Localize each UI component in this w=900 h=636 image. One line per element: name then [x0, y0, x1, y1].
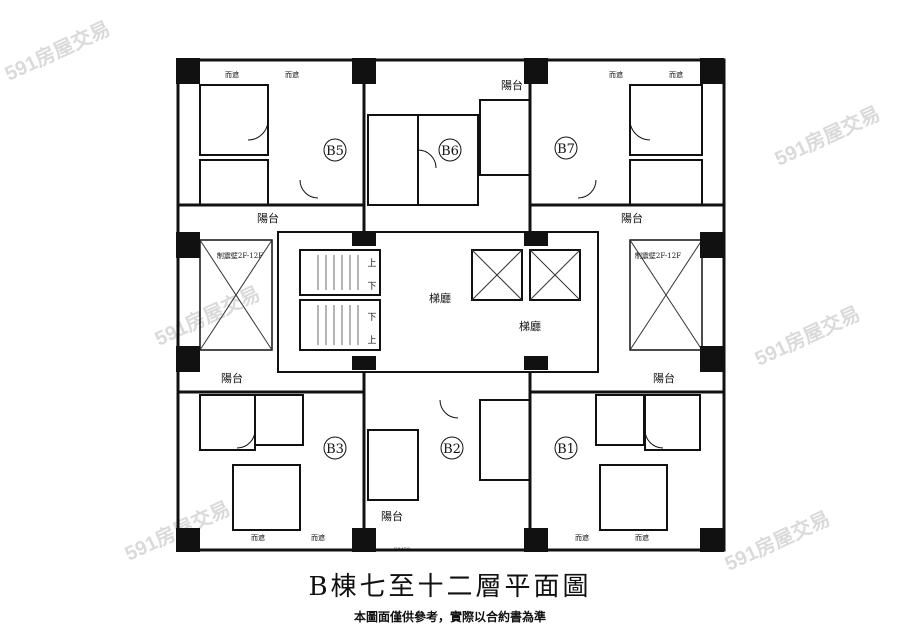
column [176, 528, 200, 552]
core-wall [277, 231, 599, 373]
window-label: 而遮 [225, 70, 239, 79]
balcony-label: 陽台 [257, 211, 279, 225]
floor-plan: B5 B6 B7 B3 B2 B1 陽台 陽台 陽台 陽台 陽台 陽台 梯廳 梯… [176, 58, 726, 553]
stair-up-label: 上 [367, 258, 376, 269]
column [352, 58, 376, 84]
balcony-label: 陽台 [501, 78, 523, 92]
stair-down-label: 下 [367, 282, 376, 292]
balcony-label: 陽台 [621, 211, 643, 225]
stair-down-label: 下 [367, 313, 376, 323]
balcony-label: 陽台 [381, 509, 403, 523]
window-label: 而遮 [311, 533, 325, 542]
column [352, 356, 376, 370]
column [700, 58, 724, 84]
balcony-label: 陽台 [653, 371, 675, 385]
svg-text:B2: B2 [443, 442, 461, 457]
column [524, 232, 548, 246]
window-label: 而遮 [575, 533, 589, 542]
window-label: 而遮 [251, 533, 265, 542]
wall-note: 制震壁2F-12F [217, 251, 263, 260]
plan-title: B棟七至十二層平面圖 [308, 572, 592, 602]
window-label: 而遮 [609, 70, 623, 79]
column [176, 58, 200, 84]
column [700, 232, 724, 258]
window-label: 而遮 [669, 70, 683, 79]
balcony-label: 陽台 [221, 371, 243, 385]
svg-text:B1: B1 [557, 442, 575, 457]
bottom-code: S0450 [394, 547, 410, 553]
column [524, 356, 548, 370]
svg-text:B5: B5 [326, 144, 344, 159]
column [524, 528, 548, 552]
column [700, 346, 724, 372]
unit-label-b7: B7 [554, 136, 578, 160]
column [176, 232, 200, 258]
unit-label-b2: B2 [440, 436, 464, 460]
svg-text:B3: B3 [326, 442, 344, 457]
unit-label-b5: B5 [323, 138, 347, 162]
unit-label-b1: B1 [554, 436, 578, 460]
unit-label-b6: B6 [438, 138, 462, 162]
window-label: 而遮 [285, 70, 299, 79]
wall-note: 制震壁2F-12F [635, 251, 681, 260]
column [700, 528, 724, 552]
column [352, 528, 376, 552]
unit-label-b3: B3 [323, 436, 347, 460]
svg-text:B7: B7 [557, 142, 575, 157]
stair-up-label: 上 [367, 335, 376, 346]
column [524, 58, 548, 84]
lobby-label: 梯廳 [519, 319, 541, 333]
column [176, 346, 200, 372]
outer-wall [176, 58, 726, 552]
plan-subtitle: 本圖面僅供參考，實際以合約書為準 [353, 610, 546, 624]
svg-text:B6: B6 [441, 144, 459, 159]
lobby-label: 梯廳 [429, 291, 451, 305]
window-label: 而遮 [635, 533, 649, 542]
column [352, 232, 376, 246]
